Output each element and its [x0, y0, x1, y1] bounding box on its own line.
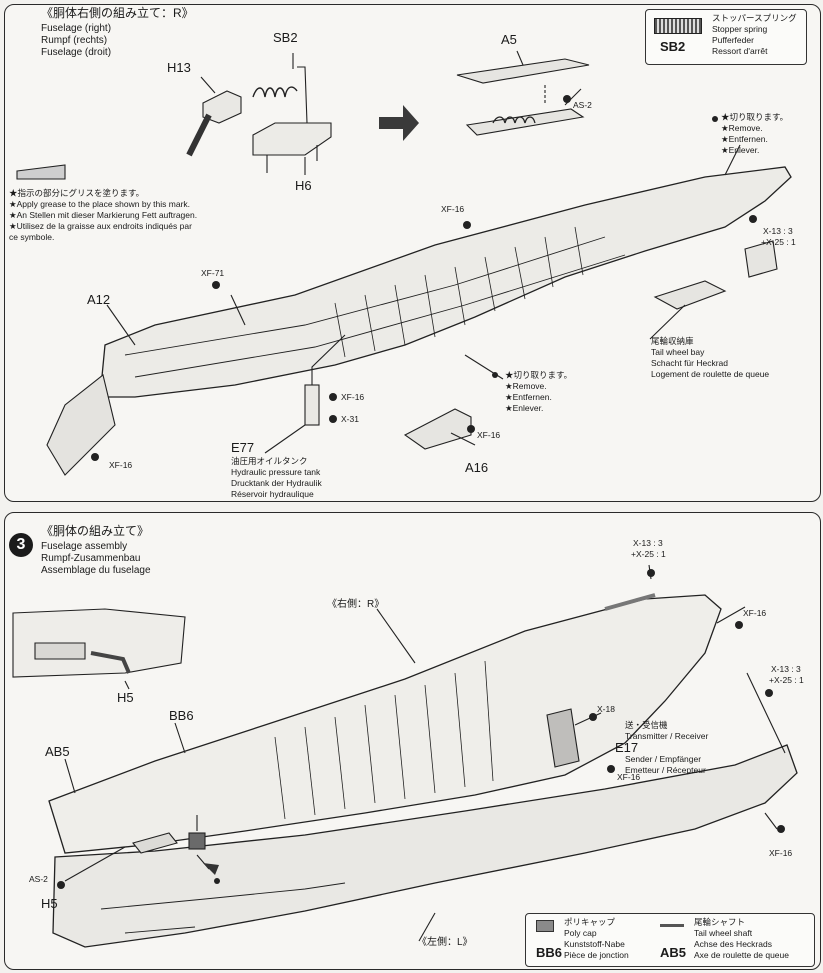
remove-note-top-jp: ★切り取ります。 — [721, 112, 789, 122]
spring-legend-jp: ストッパースプリング — [712, 13, 797, 23]
polycap-legend-fr: Pièce de jonction — [564, 950, 629, 960]
shaft-legend-de: Achse des Heckrads — [694, 939, 772, 949]
remove-note-top-fr: ★Enlever. — [721, 145, 760, 155]
spring-legend-fr: Ressort d'arrêt — [712, 46, 768, 56]
spring-icon — [654, 18, 702, 34]
part-ab5-label: AB5 — [45, 744, 70, 759]
shaft-icon — [660, 924, 684, 927]
tank-jp: 油圧用オイルタンク — [231, 456, 308, 466]
transmitter-en: Transmitter / Receiver — [625, 731, 709, 741]
part-e77-label: E77 — [231, 440, 255, 455]
part-as2-label: AS-2 — [573, 100, 592, 110]
spring-legend-en: Stopper spring — [712, 24, 768, 34]
tank-de: Drucktank der Hydraulik — [231, 478, 322, 488]
part-a5-label: A5 — [501, 32, 517, 47]
tail-bay-en: Tail wheel bay — [651, 347, 705, 357]
step3-number-badge: 3 — [9, 533, 33, 557]
paint-x18: X-18 — [597, 704, 615, 714]
polycap-legend-code: BB6 — [536, 945, 563, 960]
remove-note-mid-jp: ★切り取ります。 — [505, 370, 573, 380]
grease-note-fr: ★Utilisez de la graisse aux endroits ind… — [9, 221, 192, 231]
spring-legend-code: SB2 — [660, 39, 686, 54]
right-side-label: 《右側：R》 — [327, 599, 385, 610]
transmitter-fr: Emetteur / Récepteur — [625, 765, 706, 775]
shaft-legend-fr: Axe de roulette de queue — [694, 950, 789, 960]
step3-heading-jp: 《胴体の組み立て》 — [41, 524, 150, 538]
paint-xf16-bottom: XF-16 — [769, 848, 793, 858]
part-a16-label: A16 — [465, 460, 489, 475]
parts-legend-box: BB6 ポリキャップ Poly cap Kunststoff-Nabe Pièc… — [525, 913, 815, 967]
spring-legend-de: Pufferfeder — [712, 35, 754, 45]
paint-mix-top-1: X-13 : 3 — [633, 538, 663, 548]
paint-mix-mid-2: +X-25 : 1 — [769, 675, 804, 685]
step3-heading-fr: Assemblage du fuselage — [41, 565, 151, 576]
paint-xf16-d: XF-16 — [109, 460, 133, 470]
paint-mix-line2: +X-25 : 1 — [761, 237, 796, 247]
tail-bay-de: Schacht für Heckrad — [651, 358, 729, 368]
shaft-legend-code: AB5 — [660, 945, 687, 960]
part-bb6-label: BB6 — [169, 708, 194, 723]
paint-x31: X-31 — [341, 414, 359, 424]
grease-note-de: ★An Stellen mit dieser Markierung Fett a… — [9, 210, 198, 220]
spring-legend-box: SB2 ストッパースプリング Stopper spring Pufferfede… — [645, 9, 807, 65]
transmitter-de: Sender / Empfänger — [625, 754, 702, 764]
remove-note-mid-de: ★Entfernen. — [505, 392, 552, 402]
tail-bay-fr: Logement de roulette de queue — [651, 369, 770, 379]
polycap-legend-de: Kunststoff-Nabe — [564, 939, 625, 949]
step3-heading-en: Fuselage assembly — [41, 541, 128, 552]
remove-note-top-de: ★Entfernen. — [721, 134, 768, 144]
step2-heading-de: Rumpf (rechts) — [41, 35, 108, 46]
step2-heading-fr: Fuselage (droit) — [41, 47, 112, 58]
remove-note-mid-fr: ★Enlever. — [505, 403, 544, 413]
paint-xf16-mid: XF-16 — [617, 772, 641, 782]
paint-xf16-b: XF-16 — [341, 392, 365, 402]
grease-note-jp: ★指示の部分にグリスを塗ります。 — [9, 188, 145, 198]
paint-mix-top-2: +X-25 : 1 — [631, 549, 666, 559]
paint-xf16-c: XF-16 — [477, 430, 501, 440]
transmitter-jp: 送・受信機 — [625, 720, 668, 730]
polycap-legend-en: Poly cap — [564, 928, 597, 938]
part-h6-label: H6 — [295, 178, 312, 193]
part-as2-label: AS-2 — [29, 874, 48, 884]
polycap-legend-jp: ポリキャップ — [564, 917, 616, 927]
tank-en: Hydraulic pressure tank — [231, 467, 321, 477]
left-side-label: 《左側：L》 — [417, 937, 473, 948]
paint-xf16-a: XF-16 — [441, 204, 465, 214]
remove-note-top-en: ★Remove. — [721, 123, 763, 133]
step2-heading-jp: 《胴体右側の組み立て：R》 — [41, 6, 194, 20]
step3-heading-de: Rumpf-Zusammenbau — [41, 553, 141, 564]
paint-xf71: XF-71 — [201, 268, 225, 278]
grease-note-en: ★Apply grease to the place shown by this… — [9, 199, 191, 209]
part-h5-lower-label: H5 — [41, 896, 58, 911]
shaft-legend-en: Tail wheel shaft — [694, 928, 753, 938]
shaft-legend-jp: 尾輪シャフト — [694, 917, 746, 927]
fuselage-assembly-diagram — [12, 564, 798, 948]
remove-note-mid-en: ★Remove. — [505, 381, 547, 391]
step2-heading-en: Fuselage (right) — [41, 23, 112, 34]
polycap-icon — [536, 920, 554, 932]
part-a12-label: A12 — [87, 292, 111, 307]
paint-mix-mid-1: X-13 : 3 — [771, 664, 801, 674]
tail-bay-jp: 尾輪収納庫 — [651, 336, 694, 346]
paint-mix-line1: X-13 : 3 — [763, 226, 793, 236]
part-sb2-label: SB2 — [273, 30, 298, 45]
grease-note-fr-2: ce symbole. — [9, 232, 55, 242]
fuselage-right-diagram — [16, 50, 792, 476]
part-e17-label: E17 — [615, 740, 639, 755]
step3-panel: 3 《胴体の組み立て》 Fuselage assembly Rumpf-Zusa… — [4, 512, 821, 970]
tank-fr: Réservoir hydraulique — [231, 489, 314, 499]
part-h13-label: H13 — [167, 60, 191, 75]
part-h5-upper-label: H5 — [117, 690, 134, 705]
paint-xf16-top: XF-16 — [743, 608, 767, 618]
step2-panel: 《胴体右側の組み立て：R》 Fuselage (right) Rumpf (re… — [4, 4, 821, 502]
